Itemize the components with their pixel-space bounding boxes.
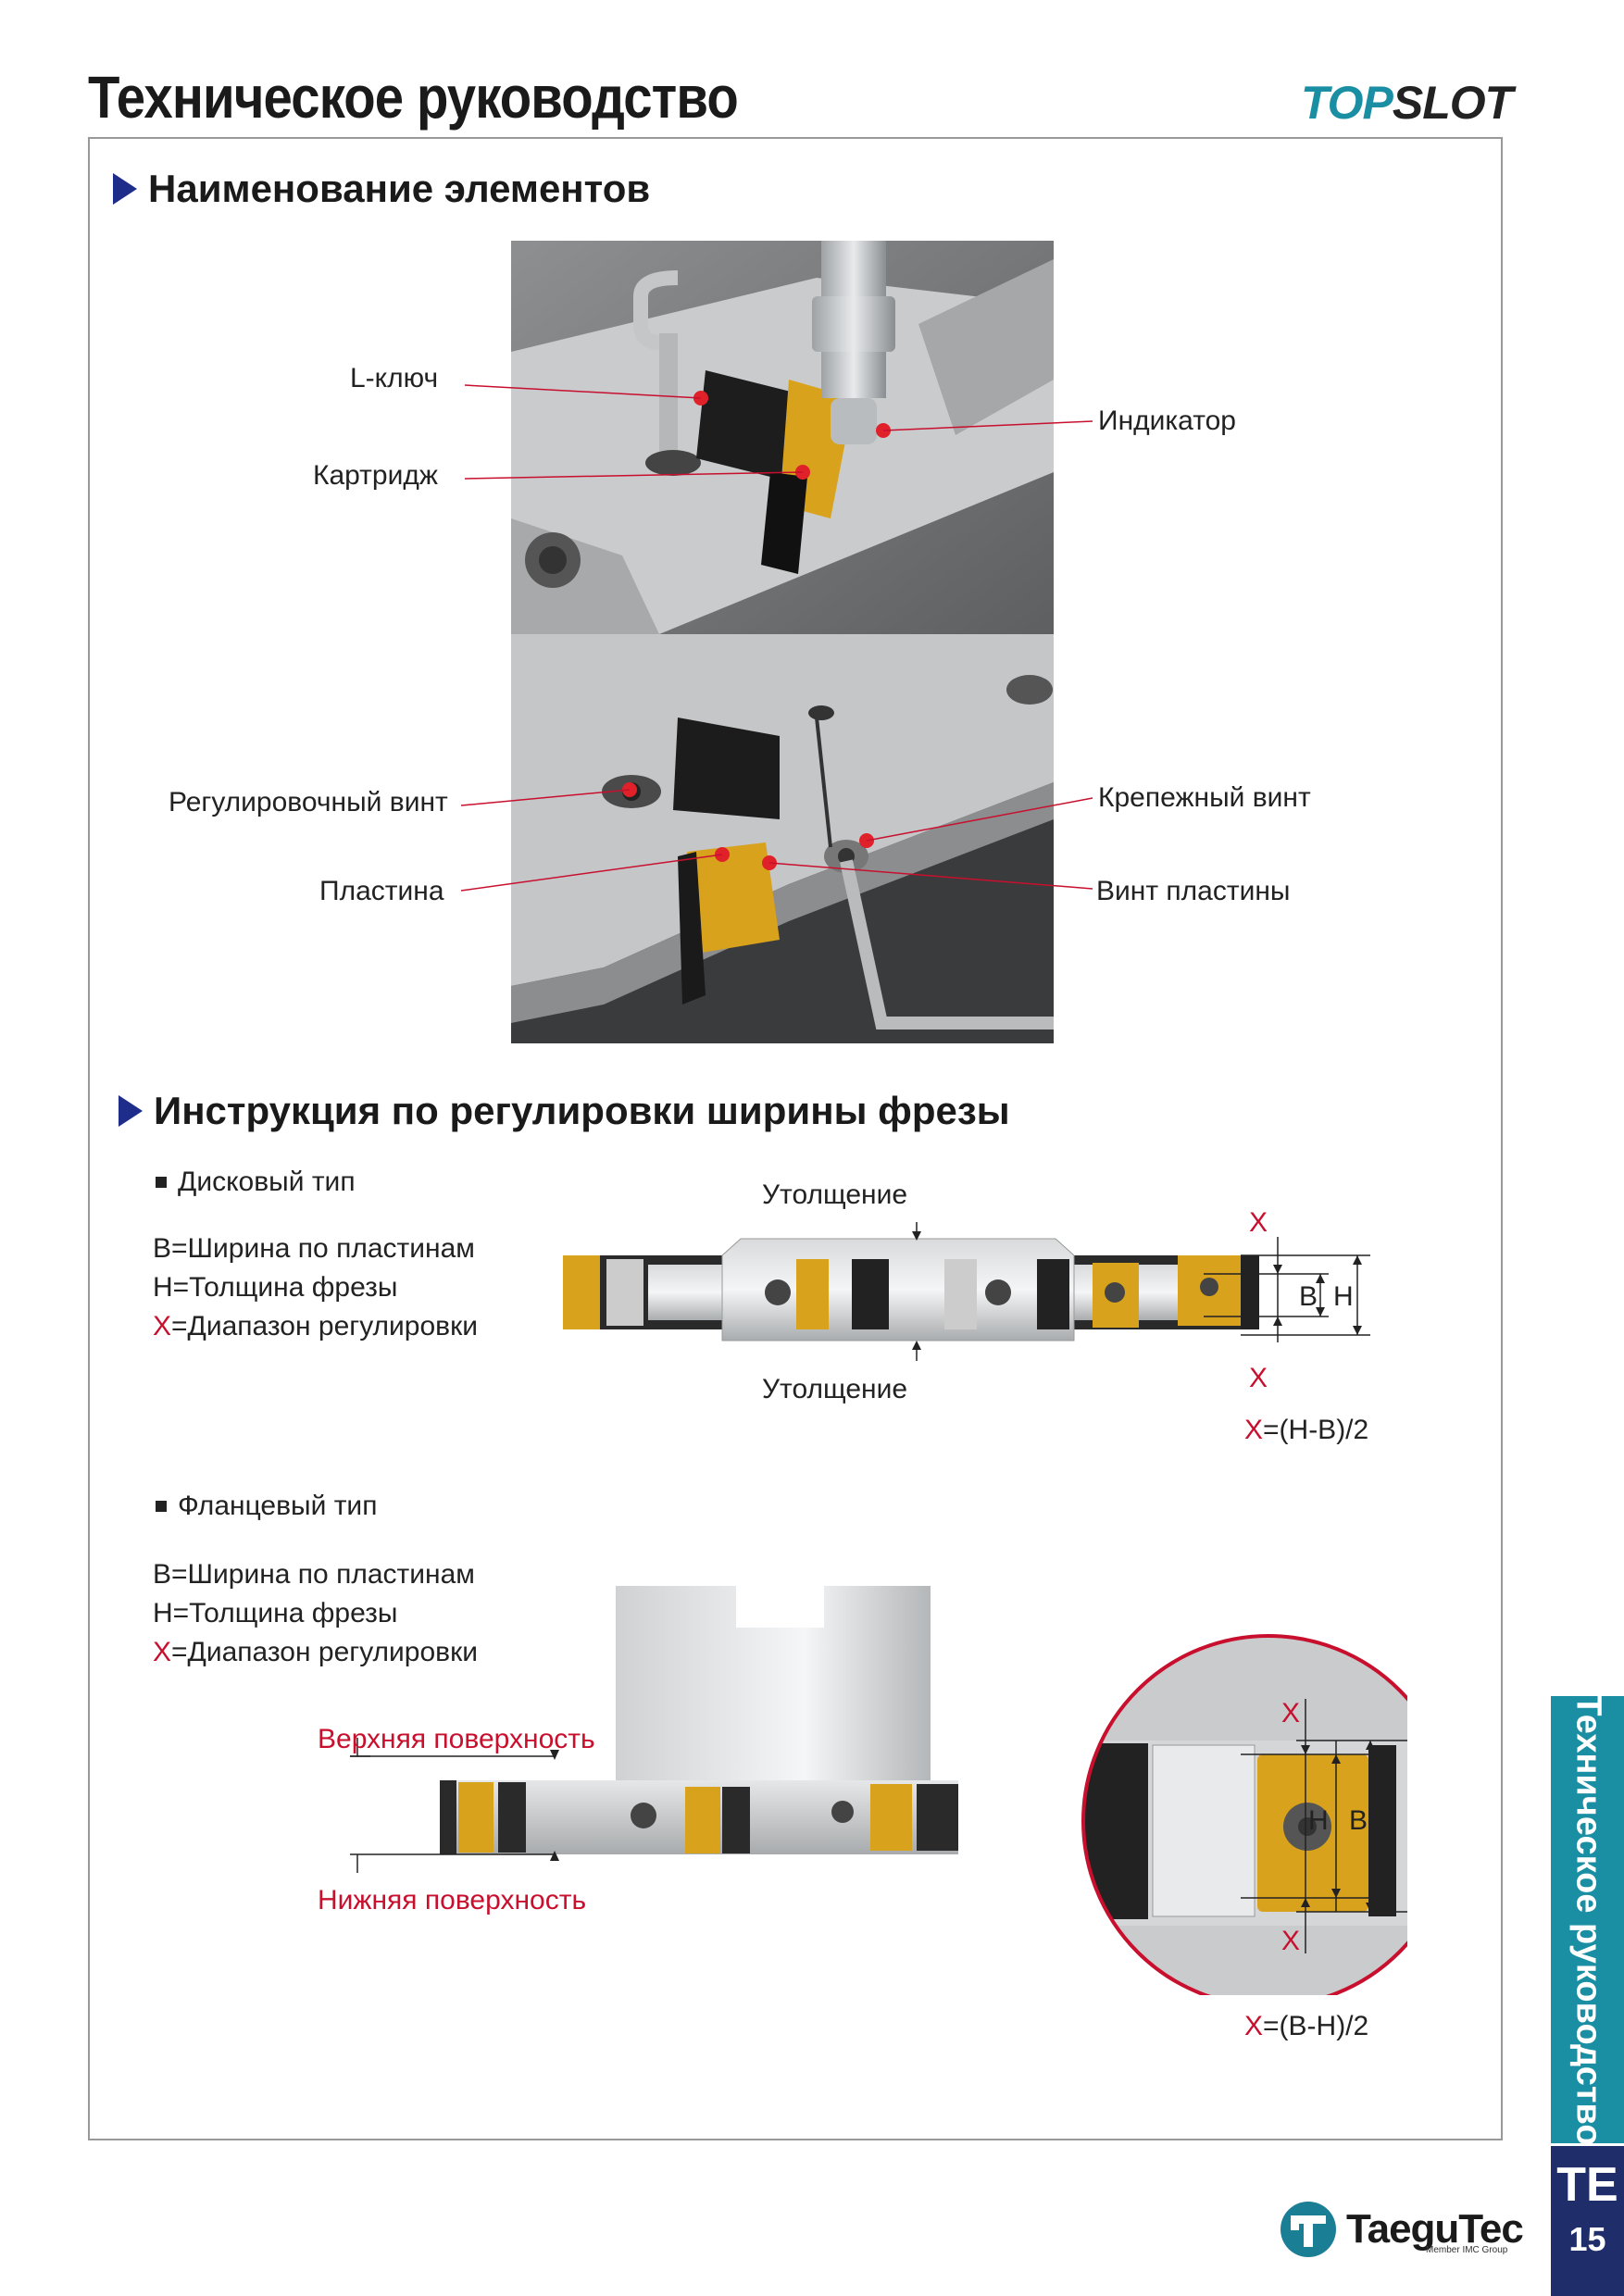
section-code: TE — [1556, 2158, 1618, 2212]
triangle-bullet-icon — [119, 1095, 143, 1127]
flange-dim-x-bottom: X — [1281, 1926, 1301, 1956]
flange-formula: X=(B-H)/2 — [1244, 2011, 1369, 2041]
disk-cutter-diagram — [563, 1222, 1370, 1361]
subtitle-disk-type: Дисковый тип — [156, 1167, 356, 1198]
label-indicator: Индикатор — [1098, 406, 1236, 436]
taegutec-logo: TaeguTec Member IMC Group — [1278, 2199, 1524, 2260]
disk-subtitle-text: Дисковый тип — [178, 1167, 356, 1197]
logo-subtitle: Member IMC Group — [1426, 2245, 1508, 2255]
flange-legend-x: X=Диапазон регулировки — [153, 1637, 478, 1667]
flange-legend-h: H=Толщина фрезы — [153, 1598, 398, 1628]
label-l-key: L-ключ — [350, 363, 439, 393]
disk-formula: X=(H-B)/2 — [1244, 1415, 1369, 1445]
flange-legend: B=Ширина по пластинам H=Толщина фрезы X=… — [153, 1555, 478, 1672]
flange-lower-surface: Нижняя поверхность — [318, 1885, 587, 1915]
flange-subtitle-text: Фланцевый тип — [178, 1491, 378, 1521]
flange-legend-b: B=Ширина по пластинам — [153, 1559, 475, 1590]
section-title-elements: Наименование элементов — [113, 167, 650, 211]
brand-logo: TOPSLOT — [1301, 76, 1513, 130]
brand-part1: TOP — [1301, 77, 1393, 129]
side-tab-text: Техническое руководство — [1568, 1693, 1607, 2146]
side-tab: Техническое руководство — [1551, 1693, 1624, 2146]
label-adjust-screw: Регулировочный винт — [169, 787, 448, 817]
page-code-box: TE 15 — [1551, 2146, 1624, 2296]
section2-title-text: Инструкция по регулировки ширины фрезы — [154, 1089, 1010, 1132]
label-cartridge: Картридж — [313, 460, 438, 491]
flange-dim-b: B — [1349, 1805, 1368, 1836]
section1-title-text: Наименование элементов — [148, 167, 651, 210]
disk-dim-x-bottom: X — [1249, 1363, 1268, 1393]
section-title-width-adjust: Инструкция по регулировки ширины фрезы — [119, 1089, 1010, 1133]
disk-thickening-top: Утолщение — [762, 1179, 908, 1210]
label-insert-screw: Винт пластины — [1096, 876, 1291, 906]
photo-insert-screws — [511, 634, 1054, 1043]
disk-legend-x: X=Диапазон регулировки — [153, 1311, 478, 1341]
disk-thickening-bottom: Утолщение — [762, 1374, 908, 1404]
callout-lines — [460, 384, 1093, 892]
brand-part2: SLOT — [1392, 77, 1513, 129]
taegutec-logo-icon — [1280, 2202, 1336, 2257]
flange-cutter-diagram — [350, 1586, 1407, 1995]
flange-upper-surface: Верхняя поверхность — [318, 1724, 595, 1754]
triangle-bullet-icon — [113, 173, 137, 205]
label-clamp-screw: Крепежный винт — [1098, 782, 1311, 813]
content-frame — [88, 137, 1503, 2140]
page-title: Техническое руководство — [88, 64, 739, 131]
disk-dim-b: B — [1299, 1281, 1318, 1312]
square-bullet-icon — [156, 1177, 167, 1188]
photo-cartridge-indicator — [511, 241, 1054, 634]
disk-legend-h: H=Толщина фрезы — [153, 1272, 398, 1303]
square-bullet-icon — [156, 1501, 167, 1512]
disk-dim-x-top: X — [1249, 1207, 1268, 1238]
subtitle-flange-type: Фланцевый тип — [156, 1491, 377, 1522]
page-number: 15 — [1568, 2220, 1606, 2258]
flange-dim-h: H — [1308, 1805, 1329, 1836]
disk-legend-b: B=Ширина по пластинам — [153, 1233, 475, 1264]
logo-name: TaeguTec — [1346, 2206, 1524, 2252]
label-insert: Пластина — [319, 876, 444, 906]
disk-dim-h: H — [1333, 1281, 1354, 1312]
flange-dim-x-top: X — [1281, 1698, 1301, 1728]
disk-legend: B=Ширина по пластинам H=Толщина фрезы X=… — [153, 1229, 478, 1346]
